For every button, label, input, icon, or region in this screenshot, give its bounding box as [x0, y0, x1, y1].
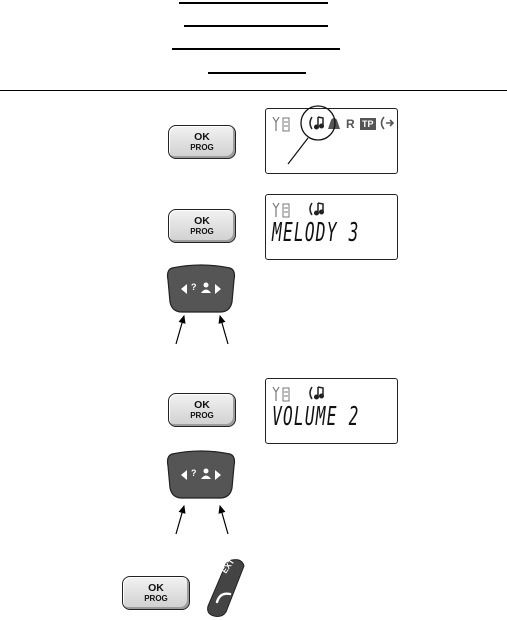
right-arrow-icon[interactable] — [215, 470, 221, 480]
ok-label: OK — [194, 215, 210, 227]
lcd-display-1: R TP — [265, 105, 398, 174]
title-line-2 — [184, 25, 328, 27]
lcd-icons-2 — [272, 202, 325, 218]
ok-prog-button[interactable]: OK PROG — [168, 209, 236, 243]
ok-prog-button[interactable]: OK PROG — [168, 125, 236, 159]
antenna-icon — [272, 386, 280, 401]
navigation-key-shape — [166, 264, 236, 313]
battery-icon — [282, 387, 290, 402]
lcd-text-volume: VOLUME 2 — [272, 402, 360, 432]
ringer-melody-icon — [309, 116, 325, 130]
ok-label: OK — [194, 399, 210, 411]
phonebook-icon — [201, 282, 211, 293]
arrow-left-1 — [175, 314, 186, 345]
lcd-display-3: VOLUME 2 — [265, 378, 398, 444]
ringer-melody-icon — [309, 202, 325, 216]
ok-prog-button[interactable]: OK PROG — [168, 393, 236, 427]
phonebook-icon — [201, 468, 211, 479]
right-arrow-icon[interactable] — [215, 284, 221, 294]
phone-handset-icon — [215, 592, 232, 604]
ok-label: OK — [148, 582, 164, 594]
ext-key-shape — [207, 559, 245, 617]
ok-label: OK — [194, 131, 210, 143]
question-mark-glyph: ? — [191, 468, 197, 478]
title-line-4 — [208, 72, 306, 74]
arrow-right-1 — [218, 314, 229, 345]
title-line-3 — [172, 48, 340, 50]
section-divider — [0, 90, 507, 91]
navigation-key[interactable]: ? — [166, 264, 236, 314]
prog-label: PROG — [190, 410, 214, 420]
title-line-1 — [179, 2, 328, 4]
prog-label: PROG — [190, 142, 214, 152]
left-arrow-icon[interactable] — [181, 470, 187, 480]
ringer-melody-icon — [309, 386, 325, 400]
indicator-tp: TP — [360, 118, 376, 130]
arrow-left-2 — [175, 504, 186, 535]
ext-end-call-button[interactable]: EXT — [206, 557, 246, 618]
lcd-display-2: MELODY 3 — [265, 194, 398, 260]
bell-icon — [328, 118, 340, 129]
ok-prog-button[interactable]: OK PROG — [122, 576, 190, 610]
pointer-line — [287, 137, 309, 165]
navigation-key[interactable]: ? — [166, 450, 236, 500]
lcd-text-melody: MELODY 3 — [272, 218, 360, 248]
question-mark-glyph: ? — [191, 282, 197, 292]
lcd-icons-1 — [272, 105, 395, 165]
battery-icon — [282, 203, 290, 218]
prog-label: PROG — [190, 226, 214, 236]
battery-icon — [282, 117, 290, 132]
antenna-icon — [272, 202, 280, 217]
arrow-right-2 — [218, 504, 229, 535]
indicator-r: R — [346, 117, 355, 131]
antenna-icon — [272, 116, 280, 131]
highlight-circle — [300, 105, 336, 141]
lcd-icons-3 — [272, 386, 325, 402]
call-forward-icon — [380, 116, 395, 130]
navigation-key-shape — [166, 450, 236, 499]
left-arrow-icon[interactable] — [181, 284, 187, 294]
prog-label: PROG — [144, 593, 168, 603]
